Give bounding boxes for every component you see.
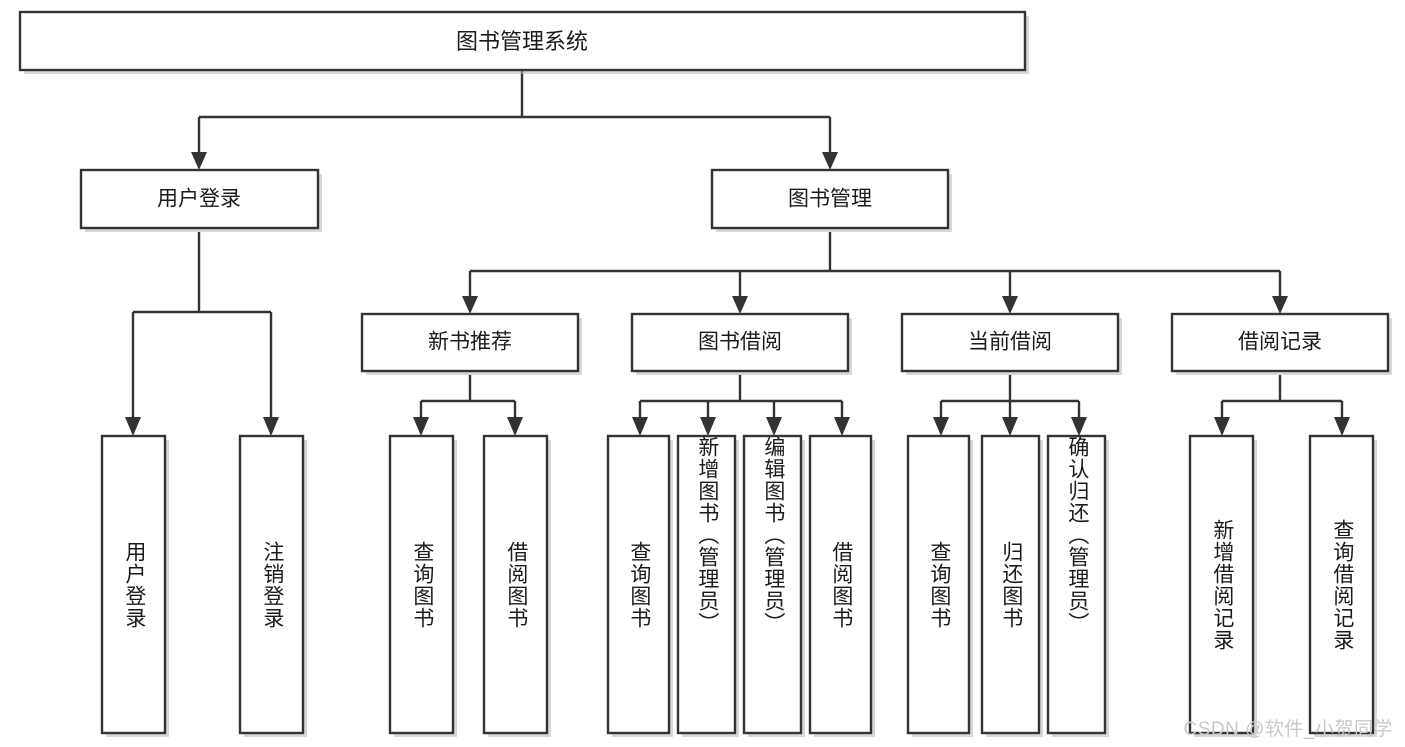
arrow-leaf-borrow-book-1 <box>507 417 523 436</box>
arrow-leaf-query-record <box>1334 417 1350 436</box>
node-book-borrow-label: 图书借阅 <box>698 331 782 354</box>
arrow-new-book <box>462 296 478 314</box>
node-root-rect[interactable] <box>18 10 1027 72</box>
node-new-book-recommend-rect[interactable] <box>360 312 580 373</box>
arrow-leaf-add-book <box>700 417 716 436</box>
arrow-leaf-user-login <box>125 417 141 436</box>
node-new-book-recommend[interactable]: 新书推荐 <box>360 312 582 375</box>
node-root-label: 图书管理系统 <box>456 29 588 54</box>
arrow-leaf-return-book <box>1002 417 1018 436</box>
arrow-leaf-query-book-2 <box>632 417 648 436</box>
leaf-add-book-rect[interactable] <box>676 434 737 735</box>
leaf-boxes <box>100 434 1377 737</box>
arrow-leaf-confirm-return <box>1071 417 1087 436</box>
node-current-borrow-rect[interactable] <box>900 312 1120 373</box>
leaf-return-book-rect[interactable] <box>980 434 1041 735</box>
leaf-user-login-rect[interactable] <box>100 434 167 735</box>
arrow-leaf-logout <box>263 417 279 436</box>
leaf-query-book-2-rect[interactable] <box>606 434 671 735</box>
leaf-confirm-return-rect[interactable] <box>1046 434 1107 735</box>
leaf-query-record-rect[interactable] <box>1308 434 1375 735</box>
leaf-borrow-book-1-rect[interactable] <box>482 434 549 735</box>
node-user-login-label: 用户登录 <box>157 188 241 211</box>
arrow-current-borrow <box>1002 296 1018 314</box>
node-borrow-record[interactable]: 借阅记录 <box>1170 312 1392 375</box>
arrow-leaf-query-book-1 <box>413 417 429 436</box>
arrow-leaf-borrow-book-2 <box>834 417 850 436</box>
arrow-leaf-edit-book <box>766 417 782 436</box>
node-borrow-record-rect[interactable] <box>1170 312 1390 373</box>
node-root[interactable]: 图书管理系统 <box>18 10 1029 74</box>
node-current-borrow-label: 当前借阅 <box>968 331 1052 354</box>
node-current-borrow[interactable]: 当前借阅 <box>900 312 1122 375</box>
node-book-borrow-rect[interactable] <box>630 312 850 373</box>
leaf-add-record-rect[interactable] <box>1188 434 1255 735</box>
arrow-book-borrow <box>732 296 748 314</box>
leaf-query-book-3-rect[interactable] <box>906 434 971 735</box>
connector-group <box>125 70 1350 436</box>
leaf-borrow-book-2-rect[interactable] <box>808 434 873 735</box>
node-borrow-record-label: 借阅记录 <box>1238 331 1322 354</box>
arrow-book-manage <box>822 152 838 170</box>
arrow-leaf-add-record <box>1214 417 1230 436</box>
node-new-book-recommend-label: 新书推荐 <box>428 331 512 354</box>
arrow-leaf-query-book-3 <box>933 417 949 436</box>
arrow-user-login <box>191 152 207 170</box>
watermark: CSDN @软件_小贺同学 <box>1183 719 1393 740</box>
leaf-edit-book-rect[interactable] <box>742 434 803 735</box>
leaf-logout-rect[interactable] <box>238 434 305 735</box>
node-book-borrow[interactable]: 图书借阅 <box>630 312 852 375</box>
node-book-manage[interactable]: 图书管理 <box>710 168 952 232</box>
leaf-query-book-1-rect[interactable] <box>388 434 455 735</box>
node-user-login-rect[interactable] <box>79 168 320 230</box>
arrow-borrow-record <box>1272 296 1288 314</box>
node-book-manage-rect[interactable] <box>710 168 950 230</box>
node-book-manage-label: 图书管理 <box>788 188 872 211</box>
node-user-login[interactable]: 用户登录 <box>79 168 322 232</box>
